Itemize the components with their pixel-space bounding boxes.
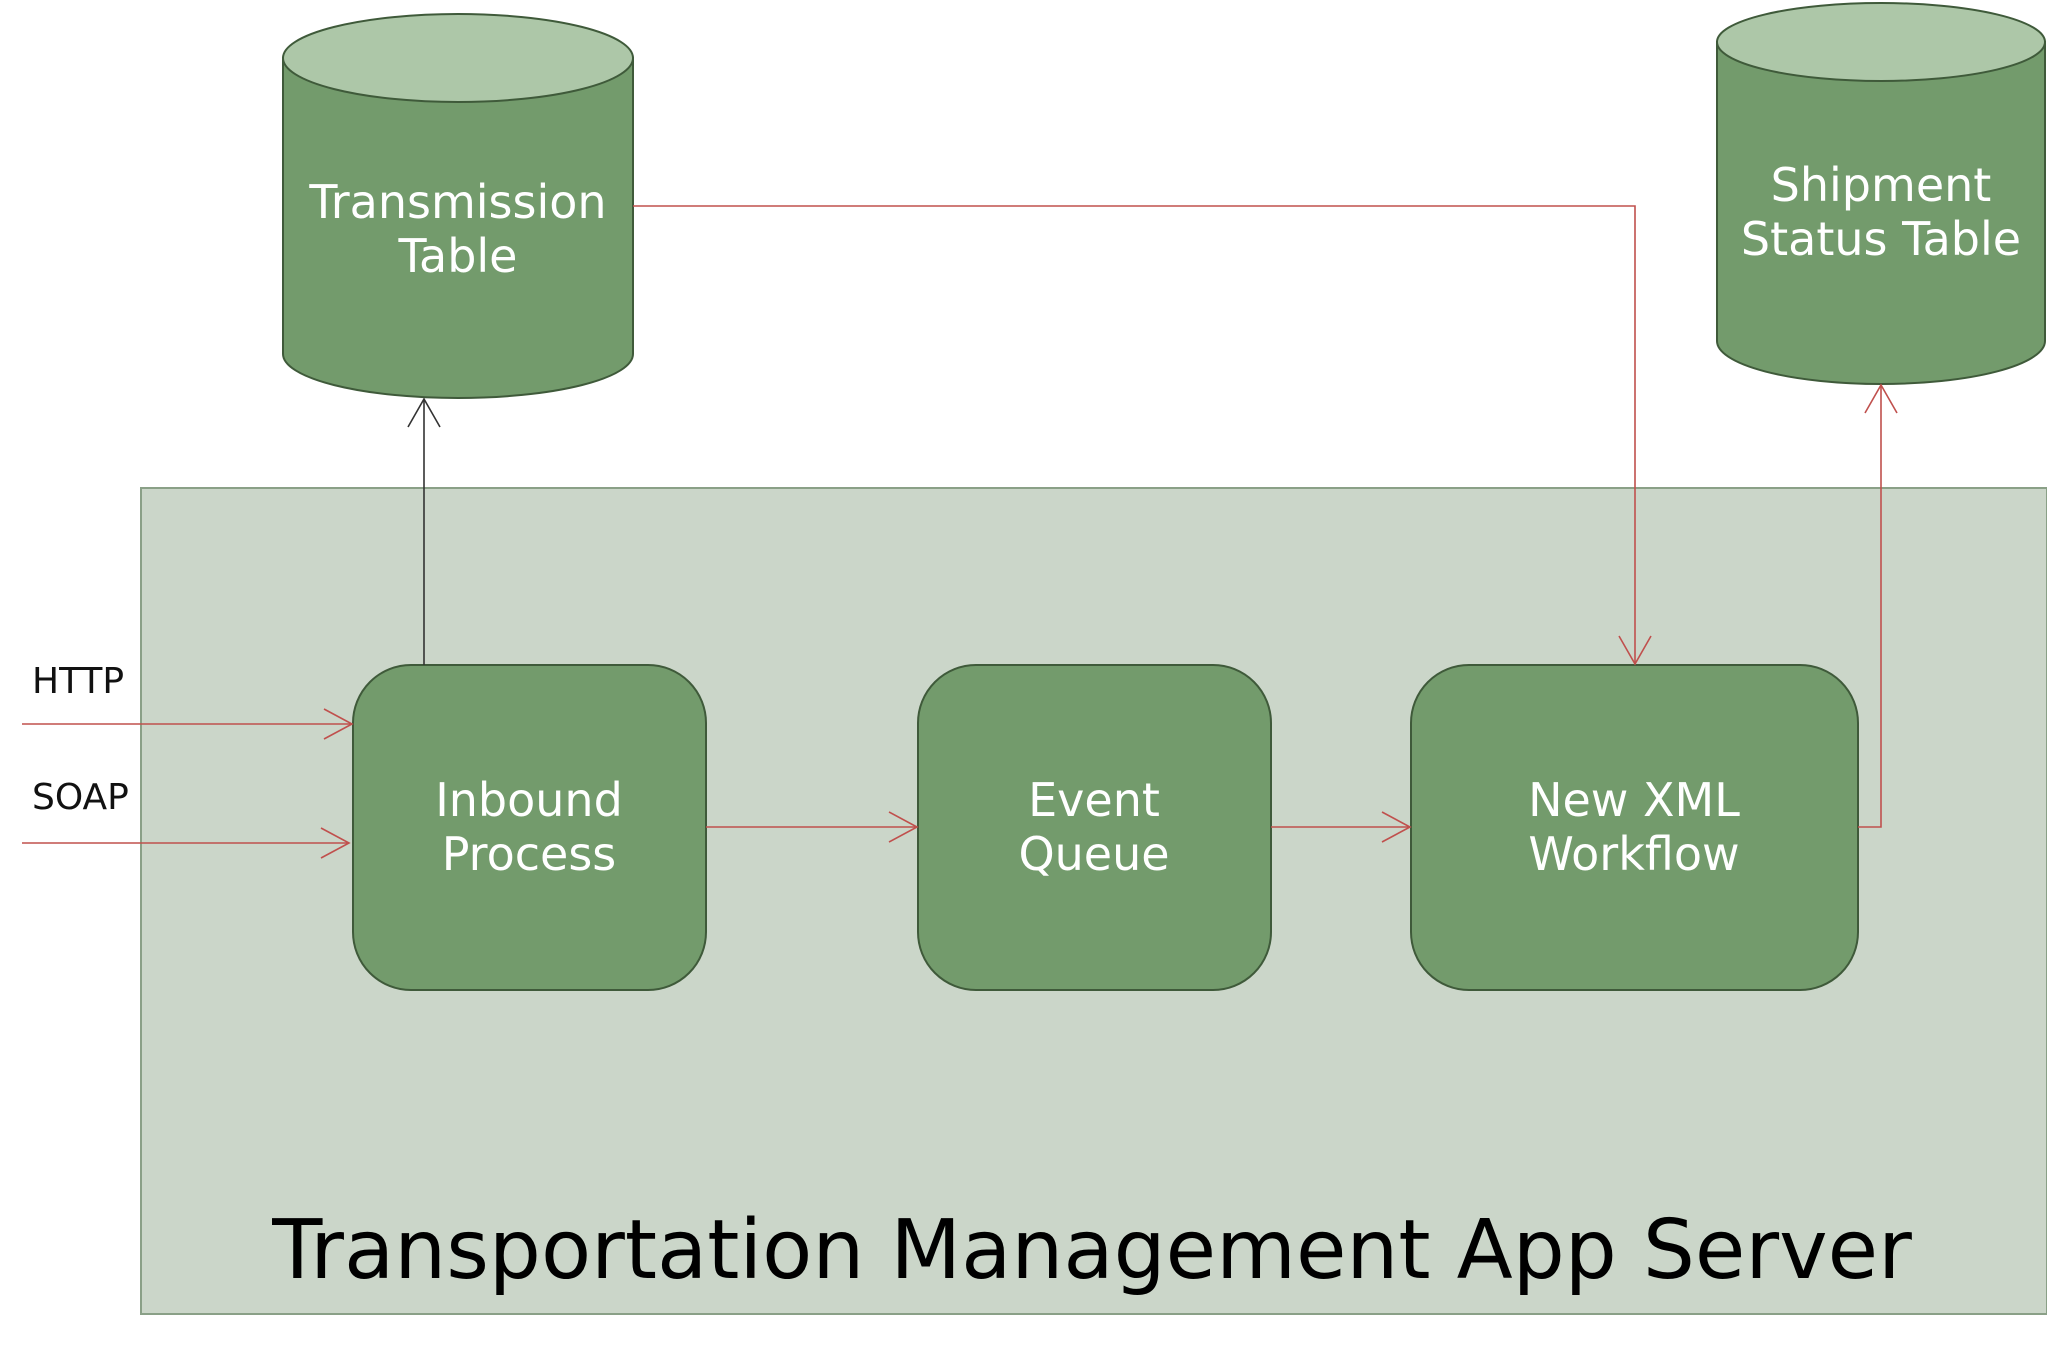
http-arrow xyxy=(22,708,354,740)
new-xml-workflow-label-line2: Workflow xyxy=(1528,827,1739,881)
inbound-process-label-line1: Inbound xyxy=(435,773,623,827)
event-queue-to-workflow-arrow xyxy=(1271,811,1412,843)
inbound-to-event-queue-arrow xyxy=(706,811,919,843)
transmission-table-label-line1: Transmission xyxy=(308,175,606,229)
soap-input-label: SOAP xyxy=(32,777,129,818)
transmission-table-label-line2: Table xyxy=(398,229,518,283)
database-cylinder-top xyxy=(282,13,634,103)
new-xml-workflow-node: New XML Workflow xyxy=(1410,664,1859,991)
database-cylinder-icon xyxy=(1716,41,2046,385)
app-server-title: Transportation Management App Server xyxy=(271,1203,1912,1298)
inbound-process-node: Inbound Process xyxy=(352,664,707,991)
new-xml-workflow-label-line1: New XML xyxy=(1528,773,1740,827)
workflow-to-shipment-status-arrow xyxy=(1858,383,1898,828)
event-queue-label-line1: Event xyxy=(1028,773,1160,827)
database-cylinder-top xyxy=(1716,2,2046,82)
transmission-table-database: Transmission Table xyxy=(282,13,634,399)
transmission-to-workflow-arrow xyxy=(633,205,1652,666)
database-cylinder-icon xyxy=(282,57,634,399)
event-queue-label-line2: Queue xyxy=(1018,827,1169,881)
inbound-to-transmission-arrow xyxy=(407,397,441,665)
shipment-status-table-database: Shipment Status Table xyxy=(1716,2,2046,385)
event-queue-node: Event Queue xyxy=(917,664,1272,991)
shipment-status-table-label-line1: Shipment xyxy=(1771,158,1992,212)
http-input-label: HTTP xyxy=(32,661,124,702)
soap-arrow xyxy=(22,827,351,859)
inbound-process-label-line2: Process xyxy=(442,827,617,881)
shipment-status-table-label-line2: Status Table xyxy=(1741,212,2021,266)
